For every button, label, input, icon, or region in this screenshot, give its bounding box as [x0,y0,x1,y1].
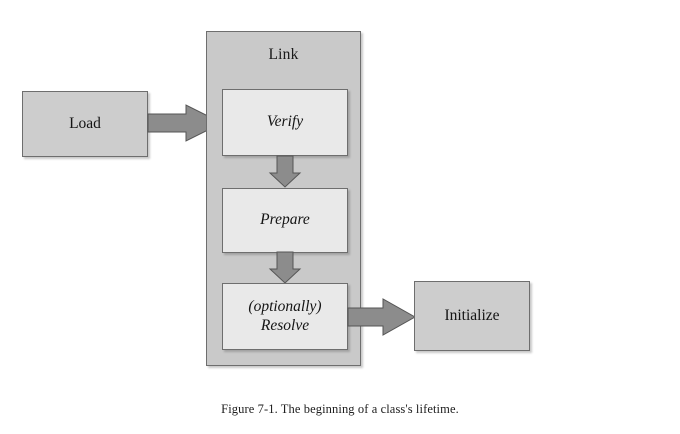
arrow-right-glyph [347,298,417,336]
arrow-load-to-verify [147,104,224,142]
arrow-resolve-to-initialize [347,298,417,336]
node-load[interactable]: Load [22,91,148,157]
arrow-down-glyph [268,155,302,188]
node-initialize-label: Initialize [444,307,500,324]
node-resolve-label-line1: (optionally) [248,298,322,316]
node-initialize[interactable]: Initialize [414,281,530,351]
node-prepare[interactable]: Prepare [222,188,348,253]
group-link-title: Link [268,46,299,63]
node-resolve[interactable]: (optionally) Resolve [222,283,348,350]
node-verify-label: Verify [266,113,304,131]
arrow-right-glyph [147,104,224,142]
arrow-verify-to-prepare [268,155,302,188]
node-resolve-label-line2: Resolve [260,316,310,334]
node-verify[interactable]: Verify [222,89,348,156]
node-prepare-label: Prepare [260,211,310,229]
node-load-label: Load [69,115,101,132]
arrow-down-glyph [268,251,302,284]
figure-caption: Figure 7-1. The beginning of a class's l… [221,402,459,416]
arrow-prepare-to-resolve [268,251,302,284]
